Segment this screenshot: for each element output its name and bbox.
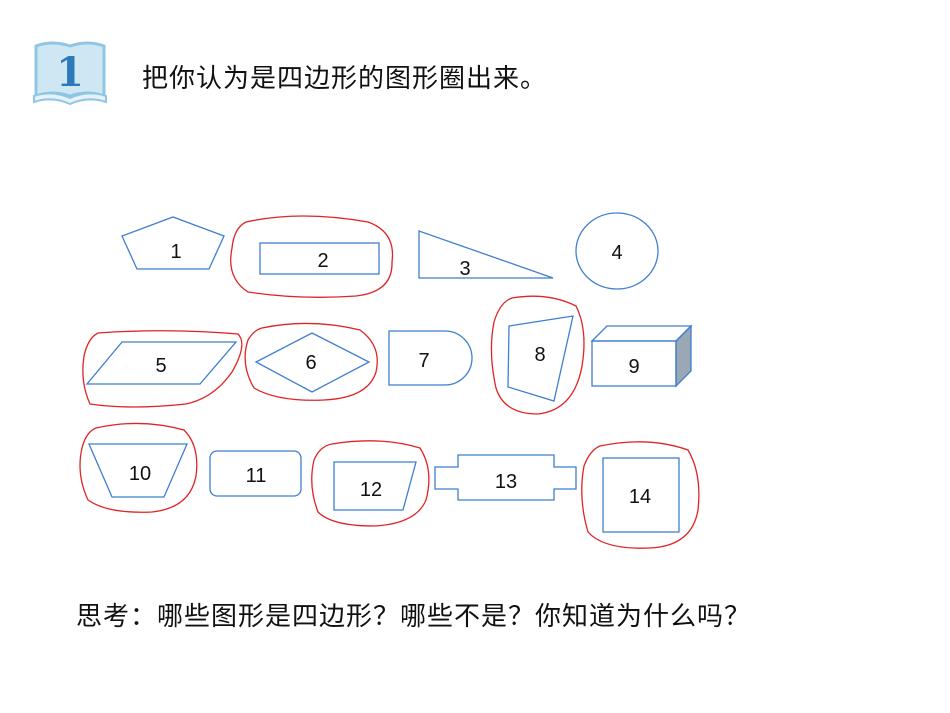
shape-12-trapezoid: 12	[333, 461, 417, 511]
shape-3-triangle: 3	[418, 230, 554, 280]
shape-7-arch: 7	[388, 330, 473, 386]
shape-label-4: 4	[611, 242, 622, 264]
shape-6-rhombus: 6	[254, 332, 371, 393]
red-circle-8	[490, 295, 585, 415]
shape-2-rectangle: 2	[259, 242, 380, 275]
shape-label-1: 1	[170, 241, 181, 263]
shape-label-12: 12	[360, 479, 382, 501]
shape-label-13: 13	[495, 471, 517, 493]
shape-label-6: 6	[305, 352, 316, 374]
open-book-icon: 1	[33, 41, 107, 106]
shape-13-cross: 13	[434, 454, 577, 501]
shape-9-prism: 9	[590, 324, 693, 388]
shape-4-circle: 4	[575, 212, 659, 290]
red-circle-12	[311, 440, 430, 527]
badge-number: 1	[56, 49, 84, 96]
shape-label-14: 14	[629, 486, 651, 508]
shape-8-quadrilateral: 8	[507, 315, 574, 402]
shape-5-parallelogram: 5	[85, 341, 238, 385]
shape-1-pentagon: 1	[121, 216, 225, 270]
shape-label-10: 10	[129, 463, 151, 485]
red-circle-10	[79, 422, 198, 513]
shape-14-square: 14	[602, 457, 680, 533]
shape-label-5: 5	[155, 355, 166, 377]
red-circle-2	[230, 215, 394, 298]
thinking-question: 思考：哪些图形是四边形？哪些不是？你知道为什么吗？	[76, 602, 752, 632]
shape-label-11: 11	[246, 465, 267, 487]
shape-11-rounded-rect: 11	[209, 450, 302, 497]
shape-label-7: 7	[418, 350, 429, 372]
red-circle-14	[581, 441, 700, 549]
shape-label-3: 3	[459, 258, 470, 280]
shape-label-9: 9	[628, 356, 639, 378]
shape-label-2: 2	[317, 250, 328, 272]
red-circle-6	[244, 322, 378, 401]
exercise-badge: 1	[30, 38, 110, 106]
red-circle-5	[82, 330, 243, 408]
instruction-text: 把你认为是四边形的图形圈出来。	[142, 64, 548, 94]
shape-label-8: 8	[534, 344, 545, 366]
shape-10-trapezoid: 10	[88, 443, 188, 498]
